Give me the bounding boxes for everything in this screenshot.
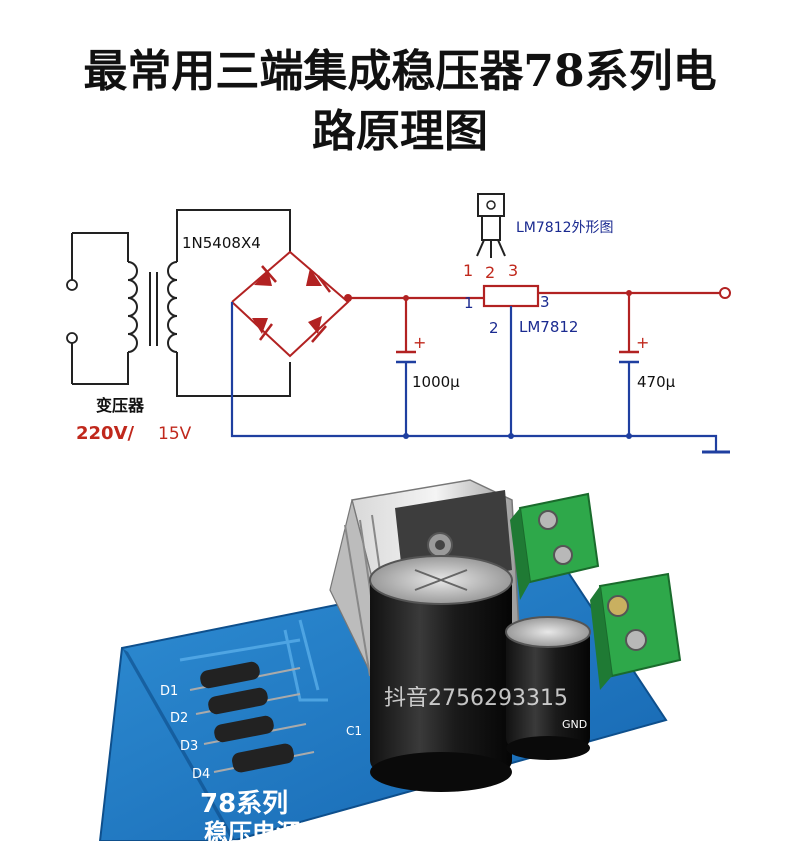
output-terminal xyxy=(719,287,731,299)
diode-label-d3: D3 xyxy=(180,739,198,754)
cap2-value: 470μ xyxy=(637,373,676,391)
package-pin-2: 2 xyxy=(485,263,495,282)
regulator-pin-out: 3 xyxy=(540,293,550,311)
transformer xyxy=(66,209,291,397)
page-title-line-1: 最常用三端集成稳压器78系列电 xyxy=(83,46,717,97)
voltage-secondary: 15V xyxy=(158,424,192,444)
capacitor-470u xyxy=(619,290,639,436)
regulator-body xyxy=(482,284,540,308)
diode-top-right xyxy=(306,268,331,293)
diode-bottom-left xyxy=(252,318,273,341)
transformer-label: 变压器 xyxy=(96,396,145,415)
package-pin-3: 3 xyxy=(508,261,518,280)
diode-label-d1: D1 xyxy=(160,684,178,699)
diode-d3 xyxy=(203,715,307,745)
watermark: 抖音2756293315 xyxy=(384,686,568,711)
capacitor-1000u xyxy=(396,295,416,436)
voltage-primary: 220V/ xyxy=(76,423,135,444)
silkscreen-gnd: GND xyxy=(562,718,587,731)
regulator-pin-gnd: 2 xyxy=(489,319,499,337)
negative-rail xyxy=(230,302,718,452)
cap1-value: 1000μ xyxy=(412,373,460,391)
board-text-series: 78系列 xyxy=(200,789,288,819)
page-title-line-2: 路原理图 xyxy=(312,106,488,157)
circuit-schematic: 1N5408X4 LM7812外形图 1 2 3 1 2 3 LM7812 + … xyxy=(66,193,731,454)
board-text-kit: 稳压电源套件 xyxy=(204,819,348,841)
lm7812-package-icon xyxy=(476,193,506,258)
cap2-plus: + xyxy=(636,333,649,352)
diode-label-d4: D4 xyxy=(192,767,210,782)
terminal-block-output xyxy=(590,572,682,690)
capacitor-small xyxy=(505,616,591,760)
diode-d1 xyxy=(189,661,301,691)
diode-d2 xyxy=(195,687,301,715)
silkscreen-c: C1 xyxy=(346,724,362,738)
heatsink xyxy=(329,479,521,677)
diode-label-d2: D2 xyxy=(170,711,188,726)
pcb-board xyxy=(98,558,668,841)
bridge-rectifier xyxy=(231,250,352,358)
package-pin-1: 1 xyxy=(463,261,473,280)
diode-d4 xyxy=(213,743,315,773)
capacitor-large xyxy=(369,555,513,792)
package-label: LM7812外形图 xyxy=(516,220,614,236)
regulator-pin-in: 1 xyxy=(464,294,474,312)
cap1-plus: + xyxy=(413,333,426,352)
diode-top-left xyxy=(254,265,277,286)
regulator-label: LM7812 xyxy=(519,318,578,336)
diode-bottom-right xyxy=(308,316,327,343)
terminal-block-input xyxy=(510,492,600,600)
bridge-label: 1N5408X4 xyxy=(182,234,261,252)
